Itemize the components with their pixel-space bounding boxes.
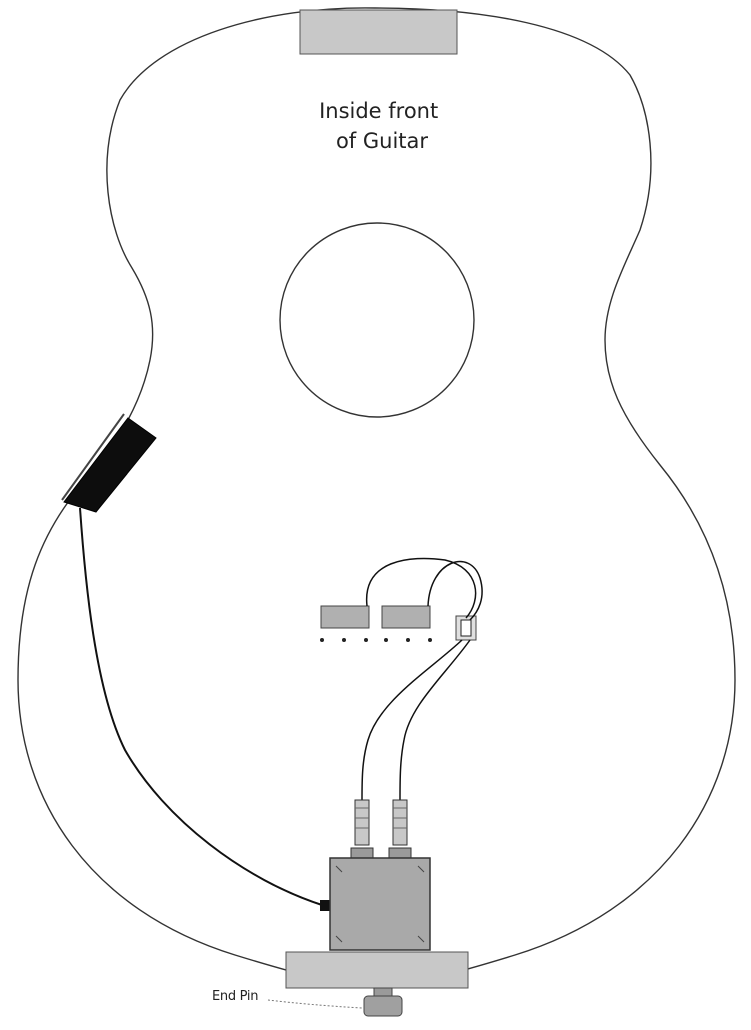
plug-tip [350,847,374,859]
pin-dot [428,638,432,642]
box-body [329,857,431,951]
neck-block [299,9,458,55]
end-pin [363,987,403,1017]
plug-barrel [392,799,408,846]
box-screw [417,865,425,873]
pin-dot [406,638,410,642]
sound-hole [279,222,475,418]
tail-block [285,951,469,989]
box-screw [417,935,425,943]
diagram-title-line-1: Inside front [319,99,438,123]
pin-dot [364,638,368,642]
plug-tip [388,847,412,859]
pin-dot [384,638,388,642]
wire-to-right-plug [399,639,471,801]
pickup-edge [61,413,125,501]
bridge-pin-dots [320,638,432,642]
wire-loop-left [366,557,477,619]
diagram-title: Inside front of Guitar [319,99,445,153]
jack-plug-right [388,799,412,859]
plug-barrel [354,799,370,846]
pin-dot [320,638,324,642]
bridge-pickup-left [320,605,370,629]
side-pickup [61,413,157,513]
pin-dot [342,638,346,642]
guitar-body-outline [17,7,736,989]
pickup-cable-plug [320,900,330,911]
end-pin-body [363,995,403,1017]
pickup-cable [79,507,323,906]
box-screw [335,935,343,943]
wire-to-left-plug [361,639,463,801]
pickup-body [63,417,157,513]
end-pin-collar [373,987,393,997]
box-screw [335,865,343,873]
preamp-box [329,857,431,951]
wire-loop-right [427,560,483,621]
diagram-title-line-2: of Guitar [336,129,428,153]
endpin-label: End Pin [212,989,258,1004]
connector-block-inner [460,619,472,637]
endpin-leader-line [267,999,363,1009]
bridge-pickup-right [381,605,431,629]
jack-plug-left [350,799,374,859]
